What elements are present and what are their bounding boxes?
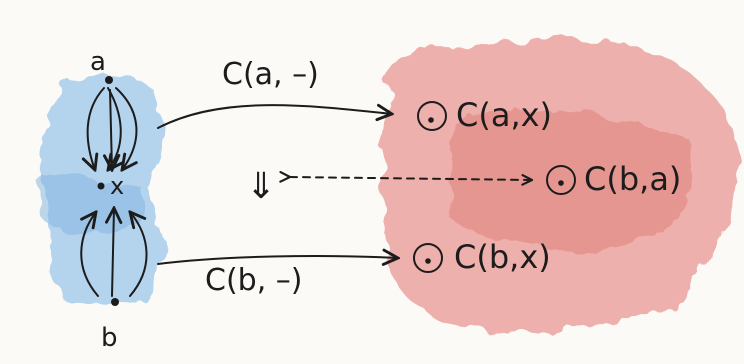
set-label-cba: C(b,a)	[584, 160, 681, 198]
object-a-point	[105, 76, 113, 84]
functor-top-label: C(a, –)	[222, 57, 319, 92]
object-a-label: a	[90, 47, 106, 77]
functor-bottom-label: C(b, –)	[205, 263, 302, 298]
object-b-point	[111, 298, 119, 306]
natural-transformation-symbol: ⇓	[246, 166, 276, 207]
set-label-cax: C(a,x)	[456, 96, 552, 134]
set-label-cbx: C(b,x)	[454, 238, 551, 276]
object-b-label: b	[101, 323, 118, 353]
functor-arrow-top	[158, 105, 392, 128]
object-x-point	[98, 183, 105, 190]
object-x-label: x	[110, 172, 124, 200]
